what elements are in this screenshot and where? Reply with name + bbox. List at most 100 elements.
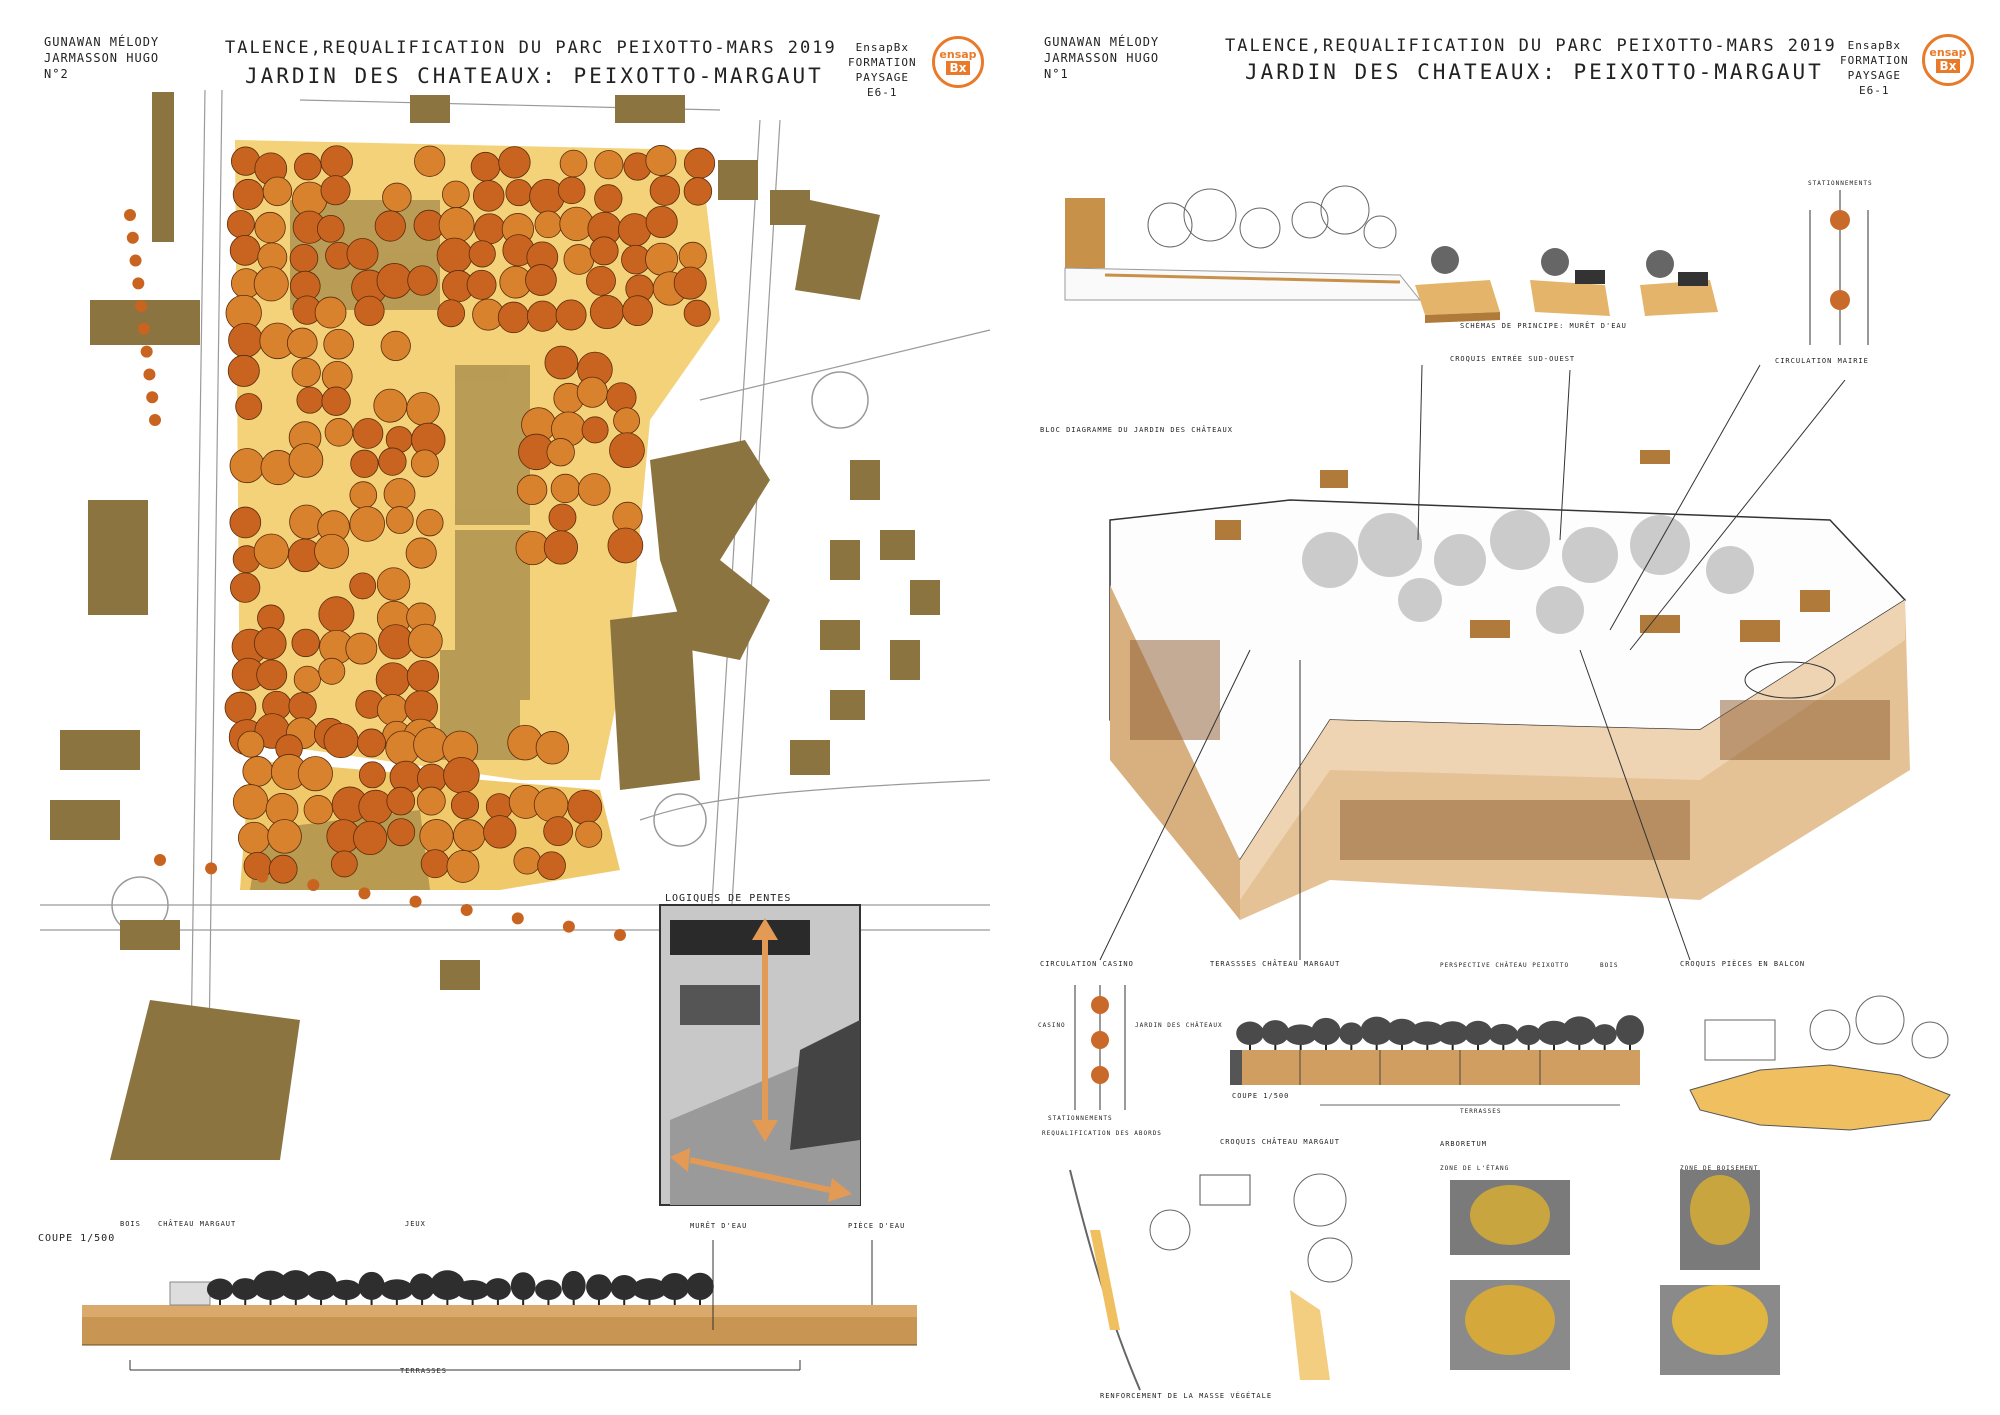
tree-canopy-icon [268,854,298,884]
tree-canopy-icon [529,178,565,215]
section-trunk [673,1297,676,1305]
street-tree-icon [135,300,148,313]
street-tree-icon [124,209,136,221]
tree-canopy-icon [550,473,581,504]
section-trunk [1553,1042,1555,1050]
school-line-1-right: EnsapBx [1847,39,1901,52]
tree-canopy-icon [438,207,475,243]
section-tree-icon [1311,1017,1341,1045]
tree-canopy-icon [353,820,388,856]
street-tree-icon [146,391,159,404]
label-arboretum: ARBORETUM [1440,1140,1487,1148]
authors: GUNAWAN MÉLODY JARMASSON HUGO N°2 [44,34,159,82]
logo-bottom-right: Bx [1935,59,1961,73]
tree-canopy-icon [576,376,608,408]
section-tree-icon [1488,1023,1518,1045]
section-tree-icon [1409,1021,1446,1045]
tree-canopy-icon [437,299,466,328]
tree-canopy-icon [323,328,354,360]
tree-canopy-icon [349,506,385,542]
sketch-southwest [1064,185,1422,301]
section-tree-icon [252,1270,289,1300]
tree-canopy-icon [376,263,413,299]
tree-canopy-icon [227,354,260,387]
street-tree-icon [140,345,153,358]
section-trunk [1325,1042,1327,1050]
tree-canopy-icon [294,152,322,181]
section-tree-icon [358,1271,385,1300]
tree-canopy-icon [606,382,637,413]
section-trunk [269,1297,272,1305]
tree-canopy-icon [291,628,320,658]
tree-canopy-icon [416,508,444,537]
casino-circulation [1074,985,1126,1110]
tree-canopy-icon [380,330,411,362]
tree-canopy-icon [683,147,716,179]
section-trunk [572,1297,575,1305]
tree-canopy-icon [407,265,438,296]
tree-canopy-icon [414,145,446,177]
tree-canopy-icon [288,443,324,478]
tree-canopies [124,145,716,941]
tree-canopy-icon [446,849,480,883]
section-tree-icon [1360,1016,1393,1045]
logo-top-right: ensap [1929,46,1967,59]
street-tree-icon [256,870,269,883]
school-line-4: E6-1 [867,86,898,99]
terraces-section [1230,1015,1644,1106]
mairie-circulation [1809,190,1869,345]
section-tree-icon [279,1270,313,1300]
tree-canopy-icon [474,213,506,245]
tree-canopy-icon [535,731,570,765]
tree-canopy-icon [352,418,384,449]
tree-canopy-icon [468,240,496,268]
label-jardin-small: JARDIN DES CHÂTEAUX [1135,1022,1223,1029]
school-line-2-right: FORMATION [1840,54,1909,67]
tree-canopy-icon [314,296,347,329]
tree-canopy-icon [581,416,609,444]
section-trunk [1274,1042,1277,1050]
tree-canopy-icon [683,177,713,206]
section-label-bois: BOIS [120,1220,141,1228]
label-casino: CIRCULATION CASINO [1040,960,1134,968]
tree-canopy-icon [505,179,533,207]
board-right: GUNAWAN MÉLODY JARMASSON HUGO N°1 TALENC… [1000,0,2000,1415]
section-trunk [1578,1042,1581,1050]
tree-canopy-icon [622,295,653,327]
section-tree-icon [430,1270,465,1300]
section-trunk [1502,1042,1505,1050]
tree-canopy-icon [256,659,288,691]
section-label-chateau: CHÂTEAU MARGAUT [158,1220,237,1228]
section-tree-icon [1436,1021,1469,1045]
label-parking-top: STATIONNEMENTS [1808,180,1873,187]
tree-canopy-icon [349,572,377,600]
authors-right: GUNAWAN MÉLODY JARMASSON HUGO N°1 [1044,34,1159,82]
tree-canopy-icon [318,657,346,685]
tree-canopy-icon [586,265,616,296]
tree-canopy-icon [232,784,269,820]
section-trunk [699,1297,701,1305]
tree-canopy-icon [320,175,351,206]
tree-canopy-icon [609,432,645,469]
section-tree-icon [631,1278,668,1300]
school-logo-icon-right: ensap Bx [1922,34,1974,86]
section-trunk [648,1297,651,1305]
tree-canopy-icon [374,210,406,242]
principle-schemas [1415,246,1718,323]
tree-canopy-icon [228,322,263,358]
section-trunk [471,1297,474,1305]
section-trunk [597,1297,600,1305]
tree-canopy-icon [405,537,437,569]
tree-canopy-icon [346,238,379,270]
section-bottom-label: TERRASSES [400,1367,447,1375]
tree-canopy-icon [483,815,517,849]
label-bloc-diagram: BLOC DIAGRAMME DU JARDIN DES CHÂTEAUX [1040,426,1233,434]
tree-canopy-icon [376,567,411,601]
section-trunk [1426,1042,1429,1050]
tree-canopy-icon [546,438,575,467]
section-trunk [345,1297,348,1305]
street-tree-icon [154,854,166,866]
tree-canopy-icon [386,786,416,816]
school-line-1: EnsapBx [855,41,909,54]
tree-canopy-icon [357,728,386,758]
